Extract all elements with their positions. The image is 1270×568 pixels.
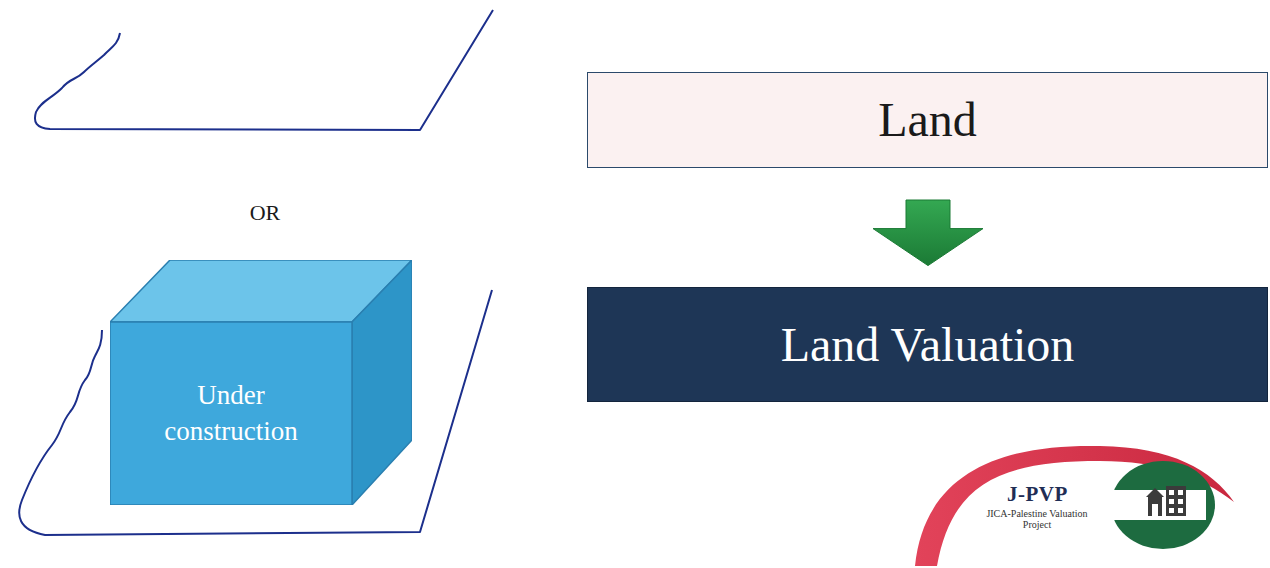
logo-window [1169,490,1174,495]
or-label: OR [225,200,305,226]
text-wrap: Under construction [110,322,352,505]
cube-front-face [110,322,352,505]
logo-building [1166,486,1186,516]
result-box: Land Valuation [587,287,1268,402]
logo-building [1146,488,1164,497]
logo-window [1178,490,1183,495]
logo-building [1152,504,1158,516]
building-cube: Under construction [110,260,412,505]
logo-acronym: J-PVP [1005,482,1070,507]
node-text: Land [878,92,977,147]
cube-side-face [352,260,412,505]
node-text: Land Valuation [781,317,1075,372]
land-parcel-outline [35,10,493,130]
flow-arrow [873,200,983,266]
logo-swoosh [915,446,1234,566]
logo-window [1169,499,1174,504]
input-box: Land [587,72,1268,168]
logo-building [1148,496,1162,516]
node-text: Under construction [146,378,316,448]
logo-window [1178,508,1183,513]
text-wrap: Land [588,73,1267,167]
logo-window [1169,508,1174,513]
logo-window [1178,499,1183,504]
logo-subtitle: JICA-Palestine Valuation Project [986,509,1088,530]
text-wrap: Land Valuation [588,288,1267,401]
land-parcel-outline [19,290,492,535]
